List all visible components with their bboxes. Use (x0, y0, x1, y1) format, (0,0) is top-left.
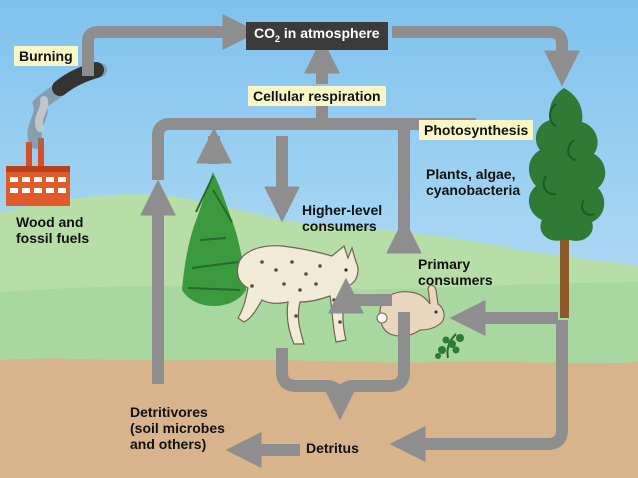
higher-level-consumers-label: Higher-level consumers (302, 202, 383, 234)
arrow-co2-to-photosynthesis (392, 26, 580, 87)
tree-icon (528, 88, 606, 318)
primary-consumers-label: Primary consumers (418, 256, 493, 288)
detritivores-label: Detritivores (soil microbes and others) (130, 404, 225, 452)
co2-label-subscript: 2 (275, 33, 281, 44)
co2-label-suffix: in atmosphere (280, 25, 380, 41)
cellular-respiration-label: Cellular respiration (248, 86, 386, 106)
co2-label: CO2 in atmosphere (246, 22, 388, 50)
flow-arrows (82, 14, 580, 468)
arrow-tree-to-detritus (389, 320, 568, 462)
producers-label: Plants, algae, cyanobacteria (426, 166, 521, 198)
burning-label: Burning (14, 46, 78, 66)
plant-sprig-icon (435, 333, 464, 359)
shrub-icon (182, 172, 246, 306)
arrow-rabbit-to-lynx (328, 277, 392, 314)
ground-soil (0, 358, 638, 478)
detritus-label: Detritus (306, 440, 359, 456)
wood-fossil-fuels-label: Wood and fossil fuels (16, 214, 90, 246)
photosynthesis-label: Photosynthesis (419, 120, 534, 140)
rabbit-icon (376, 284, 445, 337)
arrow-respiration-bar (152, 118, 476, 180)
arrow-rabbit-to-detritus (334, 312, 410, 401)
factory-icon (6, 138, 70, 206)
co2-label-prefix: CO (254, 25, 275, 41)
arrow-burning-to-co2 (82, 14, 259, 76)
